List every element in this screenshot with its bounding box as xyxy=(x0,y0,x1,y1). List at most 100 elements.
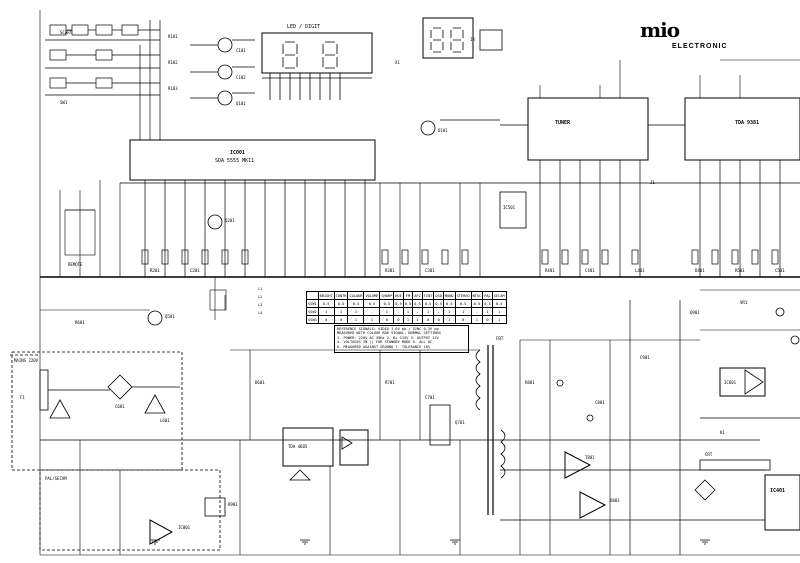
display-block-label: LED / DIGIT xyxy=(287,24,321,30)
table-cell: 1 xyxy=(402,307,414,316)
table-header-cell: PAL xyxy=(482,291,493,300)
component-label: C401 xyxy=(585,268,595,273)
component-label: Q701 xyxy=(455,420,465,425)
table-header-cell: COLOUR xyxy=(347,291,365,300)
flyback-label: FBT xyxy=(496,336,504,341)
table-cell: 0 xyxy=(317,315,335,324)
table-header-cell: STEREO xyxy=(454,291,472,300)
table-header-cell: VOLUME xyxy=(363,291,381,300)
table-cell: 1 xyxy=(317,307,335,316)
table-header-cell: CONTR xyxy=(333,291,349,300)
component-label: R401 xyxy=(545,268,555,273)
table-cell: 0.5 xyxy=(347,299,365,308)
component-label: C101 xyxy=(236,48,246,53)
table-cell: 0 xyxy=(393,315,404,324)
table-header-cell: FM xyxy=(402,291,414,300)
table-header-cell: AFC xyxy=(412,291,423,300)
component-label: C801 xyxy=(595,400,605,405)
mains-label: MAINS 220V xyxy=(14,358,39,363)
table-cell: 0.5 xyxy=(412,299,423,308)
logo-subtitle: ELECTRONIC xyxy=(672,43,728,50)
note-line: 6. MEASURED AGAINST GROUND 7. TOLERANCE … xyxy=(337,344,431,349)
output-ic-label: IC401 xyxy=(770,488,786,494)
table-cell: - xyxy=(393,307,404,316)
component-label: K1 xyxy=(720,430,725,435)
table-cell: - xyxy=(363,307,381,316)
component-label: L601 xyxy=(160,418,170,423)
table-row: SSW2 1 1 1 - 1 - 1 - 1 - 1 1 - 1 1 xyxy=(306,307,507,316)
table-row: SSW3 0 0 1 1 0 0 1 1 0 0 1 0 1 0 1 xyxy=(306,315,507,324)
table-cell: SSW2 xyxy=(306,307,319,316)
note-line: MEASURED WITH COLOUR BAR SIGNAL, NORMAL … xyxy=(337,331,441,336)
table-cell: 0.5 xyxy=(442,299,456,308)
component-label: F1 xyxy=(20,395,25,400)
table-cell: SSW1 xyxy=(306,299,319,308)
legend-entry: L4 xyxy=(258,311,263,315)
component-label: C201 xyxy=(190,268,200,273)
table-cell: 0 xyxy=(379,315,395,324)
table-cell: - xyxy=(470,307,484,316)
component-label: X1 xyxy=(395,60,400,65)
table-cell: 0.5 xyxy=(393,299,404,308)
component-label: R201 xyxy=(150,268,160,273)
table-cell: 1 xyxy=(347,307,365,316)
table-header-cell: SHARP xyxy=(379,291,395,300)
component-label: C701 xyxy=(425,395,435,400)
table-cell: 1 xyxy=(442,307,456,316)
component-label: T801 xyxy=(585,455,595,460)
table-cell: 1 xyxy=(491,315,507,324)
table-cell: 0.5 xyxy=(433,299,444,308)
table-cell: 1 xyxy=(333,307,349,316)
component-label: C901 xyxy=(640,355,650,360)
component-label: R501 xyxy=(735,268,745,273)
component-label: D101 xyxy=(438,128,448,133)
main-ic-label: TDA 9381 xyxy=(735,120,760,126)
table-cell: 0 xyxy=(454,315,472,324)
table-cell: 1 xyxy=(363,315,381,324)
power-ic-label: TDA 4605 xyxy=(288,444,308,449)
table-cell: - xyxy=(433,307,444,316)
note-line: 1. POWER: 220V AC 50Hz 2. B+ 115V 3. OUT… xyxy=(337,335,439,340)
component-label: J1 xyxy=(650,180,655,185)
component-label: R103 xyxy=(168,86,178,91)
table-cell: 0.5 xyxy=(470,299,484,308)
brand-logo: mio ELECTRONIC xyxy=(640,18,732,54)
component-label: D801 xyxy=(610,498,620,503)
table-cell: 0.5 xyxy=(491,299,507,308)
table-cell: 0.5 xyxy=(333,299,349,308)
component-label: R801 xyxy=(525,380,535,385)
table-cell: 1 xyxy=(379,307,395,316)
pal-label: PAL/SECAM xyxy=(45,476,67,481)
component-label: Q201 xyxy=(225,218,235,223)
table-cell: 1 xyxy=(470,315,484,324)
table-cell: 0 xyxy=(333,315,349,324)
component-label: C601 xyxy=(115,404,125,409)
component-label: R701 xyxy=(385,380,395,385)
component-label: R901 xyxy=(228,502,238,507)
note-line: 4. VOLTAGES IN () FOR STANDBY MODE 5. AL… xyxy=(337,340,433,345)
table-cell: 1 xyxy=(454,307,472,316)
table-cell: 1 xyxy=(482,307,493,316)
table-cell: 1 xyxy=(442,315,456,324)
component-label: R102 xyxy=(168,60,178,65)
component-label: C301 xyxy=(425,268,435,273)
table-cell: 1 xyxy=(421,307,435,316)
table-header-cell: NTSC xyxy=(470,291,484,300)
table-cell: 0.5 xyxy=(363,299,381,308)
component-label: C102 xyxy=(236,75,246,80)
mcu-ic-label: IC001 xyxy=(230,150,246,156)
proc-ic-label: IC501 xyxy=(503,205,516,210)
component-label: L401 xyxy=(635,268,645,273)
component-label: C501 xyxy=(775,268,785,273)
table-cell: SSW3 xyxy=(306,315,319,324)
scart-label: SCART xyxy=(60,30,73,35)
legend-entry: L1 xyxy=(258,287,263,291)
table-header-cell: TINT xyxy=(421,291,435,300)
table-header-cell: MONO xyxy=(442,291,456,300)
table-header-cell: BRIGHT xyxy=(317,291,335,300)
pin-legend: L1 L2 L3 L4 xyxy=(258,285,262,317)
component-label: D401 xyxy=(695,268,705,273)
table-cell: 1 xyxy=(491,307,507,316)
table-cell: 0.5 xyxy=(402,299,414,308)
